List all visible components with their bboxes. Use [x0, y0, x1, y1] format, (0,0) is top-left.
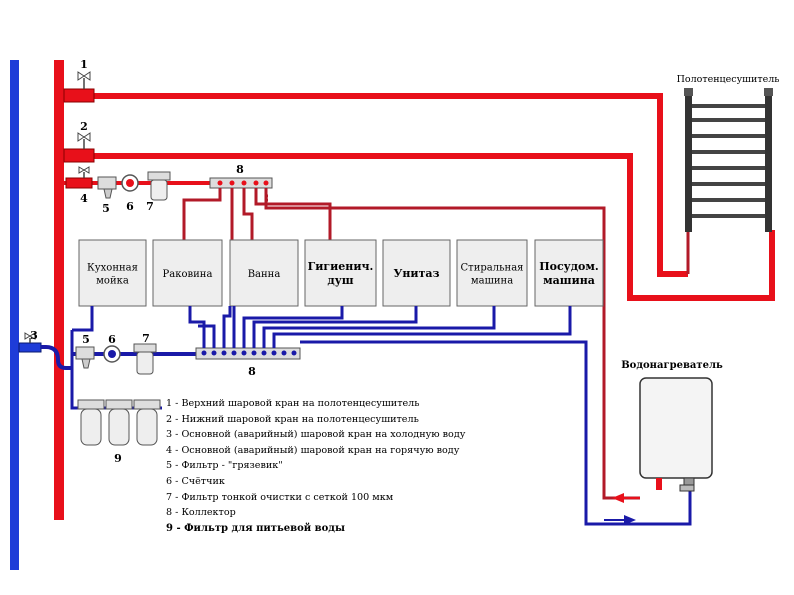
towel-dryer-label: Полотенцесушитель [677, 74, 780, 85]
valve-2 [63, 132, 95, 163]
legend-item-5: 5 - Фильтр - "грязевик" [166, 460, 283, 472]
consumer-boxes [78, 239, 604, 307]
collector-cold [195, 347, 301, 360]
label-7-hot: 7 [146, 200, 154, 213]
collector-hot [209, 177, 273, 189]
cold-branches [188, 306, 692, 526]
label-3: 3 [30, 329, 38, 342]
meter-cold [103, 345, 121, 363]
box-toilet [382, 239, 451, 307]
consumer-label-toilet: Унитаз [393, 267, 439, 280]
consumer-labels: Кухонная мойка Раковина Ванна Гигиенич.душ Ун… [87, 260, 599, 287]
label-6-hot: 6 [126, 200, 134, 213]
label-9: 9 [114, 452, 122, 465]
consumer-label-bathtub: Ванна [248, 269, 281, 280]
fine-filter-cold [133, 343, 157, 375]
water-heater-label: Водонагреватель [621, 360, 723, 371]
consumer-label-dishwasher: машина [543, 274, 595, 287]
consumer-label-washing-machine: Стиральная [461, 263, 524, 274]
legend-item-3: 3 - Основной (аварийный) шаровой кран на… [166, 429, 466, 441]
consumer-label-kitchen-sink: Кухонная [87, 263, 138, 274]
legend-item-2: 2 - Нижний шаровой кран на полотенцесуши… [166, 413, 419, 425]
label-4: 4 [80, 192, 88, 205]
box-hygienic-shower [304, 239, 377, 307]
towel-dryer [684, 88, 773, 232]
fine-filter-hot [147, 171, 171, 201]
label-8-hot: 8 [236, 163, 244, 176]
box-washing-machine [456, 239, 528, 307]
box-washbasin [152, 239, 223, 307]
label-6-cold: 6 [108, 333, 116, 346]
label-8-cold: 8 [248, 365, 256, 378]
box-kitchen-sink [78, 239, 147, 307]
consumer-label-kitchen-sink: мойка [96, 276, 129, 287]
hot-water-riser [54, 60, 64, 520]
consumer-label-hygienic-shower: душ [327, 274, 353, 287]
legend-item-1: 1 - Верхний шаровой кран на полотенцесуш… [166, 398, 420, 409]
water-heater [639, 377, 713, 492]
mud-filter-cold [75, 346, 95, 369]
legend-item-7: 7 - Фильтр тонкой очистки с сеткой 100 м… [166, 491, 394, 503]
consumer-label-washing-machine: машина [471, 276, 513, 287]
legend-item-6: 6 - Счётчик [166, 475, 225, 487]
label-1: 1 [80, 58, 88, 71]
meter-hot [121, 174, 139, 192]
towel-dryer-pipes [64, 93, 775, 301]
legend-item-9: 9 - Фильтр для питьевой воды [166, 522, 345, 534]
consumer-label-dishwasher: Посудом. [539, 260, 599, 273]
box-dishwasher [534, 239, 604, 307]
label-5-cold: 5 [82, 333, 90, 346]
cold-water-riser [10, 60, 19, 570]
label-5-hot: 5 [102, 202, 110, 215]
box-bathtub [229, 239, 299, 307]
valve-1 [63, 71, 95, 103]
hot-flow-arrow [612, 493, 624, 503]
hot-branches [182, 188, 640, 500]
mud-filter-hot [97, 176, 117, 199]
legend-item-4: 4 - Основной (аварийный) шаровой кран на… [166, 444, 460, 456]
valve-4 [65, 166, 93, 189]
label-7-cold: 7 [142, 332, 150, 345]
consumer-label-hygienic-shower: Гигиенич. [308, 260, 374, 273]
label-2: 2 [80, 120, 88, 133]
legend: 1 - Верхний шаровой кран на полотенцесуш… [166, 396, 465, 536]
drinking-filters [77, 399, 161, 446]
legend-item-8: 8 - Коллектор [166, 507, 236, 519]
cold-flow-arrow [624, 515, 636, 525]
consumer-label-washbasin: Раковина [163, 269, 213, 280]
